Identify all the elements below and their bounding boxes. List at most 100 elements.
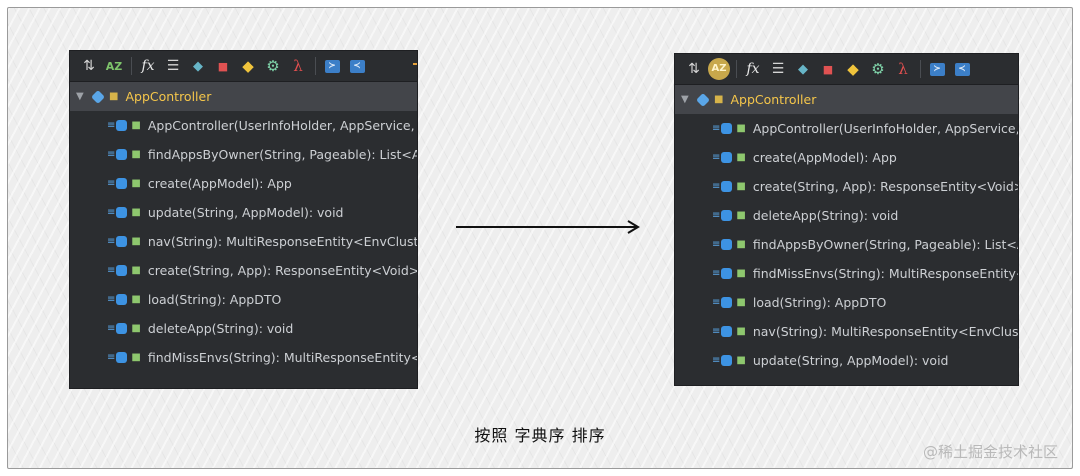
public-lock-icon: ■ bbox=[736, 355, 746, 366]
member-row[interactable]: ≡■create(AppModel): App bbox=[70, 169, 417, 198]
method-icon: ≡ bbox=[712, 268, 721, 279]
member-label: update(String, AppModel): void bbox=[752, 353, 949, 368]
lock-icon[interactable]: ■ bbox=[822, 62, 834, 76]
method-icon: ≡ bbox=[712, 355, 721, 366]
class-icon bbox=[91, 89, 105, 104]
member-row[interactable]: ≡■findAppsByOwner(String, Pageable): Lis… bbox=[70, 140, 417, 169]
structure-panel-after: ⇅ AZ fx ☰ ◆ ■ ◆ ⚙ λ ≻ ≺ ▼ ■ AppControlle… bbox=[674, 53, 1019, 386]
chevron-down-icon[interactable]: ▼ bbox=[76, 91, 84, 102]
collapse-icon[interactable]: ≺ bbox=[951, 58, 973, 80]
public-lock-icon: ■ bbox=[131, 323, 141, 334]
chevron-down-icon[interactable]: ▼ bbox=[681, 94, 689, 105]
method-badge-icon bbox=[116, 265, 128, 276]
member-label: findMissEnvs(String): MultiResponseEntit… bbox=[147, 350, 418, 365]
member-row[interactable]: ≡■findMissEnvs(String): MultiResponseEnt… bbox=[70, 343, 417, 372]
method-icon: ≡ bbox=[712, 181, 721, 192]
method-badge-icon bbox=[721, 355, 733, 366]
gear-icon[interactable]: ⚙ bbox=[266, 56, 280, 75]
toolbar-separator bbox=[920, 60, 921, 78]
sort-icon[interactable]: ⇅ bbox=[83, 58, 95, 74]
tag-icon[interactable]: ◆ bbox=[798, 61, 808, 77]
member-row[interactable]: ≡■AppController(UserInfoHolder, AppServi… bbox=[675, 114, 1018, 143]
fx-icon[interactable]: fx bbox=[746, 61, 760, 77]
method-icon: ≡ bbox=[107, 294, 116, 305]
member-row[interactable]: ≡■create(AppModel): App bbox=[675, 143, 1018, 172]
member-label: update(String, AppModel): void bbox=[147, 205, 344, 220]
method-badge-icon bbox=[721, 239, 733, 250]
collapse-icon[interactable]: ≺ bbox=[346, 55, 368, 77]
method-badge-icon bbox=[116, 236, 128, 247]
alpha-sort-icon[interactable]: AZ bbox=[708, 58, 730, 80]
method-icon: ≡ bbox=[712, 123, 721, 134]
public-lock-icon: ■ bbox=[736, 268, 746, 279]
member-row[interactable]: ≡ ■ create(String, App): ResponseEntity<Vo… bbox=[675, 172, 1018, 201]
class-name: AppController bbox=[730, 92, 817, 107]
gear-icon[interactable]: ⚙ bbox=[871, 59, 885, 78]
method-badge-icon bbox=[116, 352, 128, 363]
lambda-icon[interactable]: λ bbox=[898, 59, 908, 78]
lock-icon[interactable]: ■ bbox=[217, 59, 229, 73]
public-lock-icon: ■ bbox=[131, 265, 141, 276]
member-row[interactable]: ≡ ■ load(String): AppDTO bbox=[70, 285, 417, 314]
right-arrow-icon bbox=[456, 220, 640, 234]
public-lock-icon: ■ bbox=[736, 239, 746, 250]
public-lock-icon: ■ bbox=[131, 149, 141, 160]
member-label: deleteApp(String): void bbox=[147, 321, 294, 336]
member-row[interactable]: ≡■nav(String): MultiResponseEntity<EnvCl… bbox=[675, 317, 1018, 346]
fx-icon[interactable]: fx bbox=[141, 58, 155, 74]
method-badge-icon bbox=[721, 152, 733, 163]
sort-icon[interactable]: ⇅ bbox=[688, 61, 700, 77]
tag-icon[interactable]: ◆ bbox=[193, 58, 203, 74]
member-label: load(String): AppDTO bbox=[752, 295, 887, 310]
list-icon[interactable]: ☰ bbox=[166, 58, 180, 74]
toolbar-overflow-indicator bbox=[413, 63, 417, 65]
diamond-icon[interactable]: ◆ bbox=[242, 56, 254, 75]
member-row[interactable]: ≡■deleteApp(String): void bbox=[70, 314, 417, 343]
method-badge-icon bbox=[721, 181, 733, 192]
diamond-icon[interactable]: ◆ bbox=[847, 59, 859, 78]
member-row[interactable]: ≡ ■ create(String, App): ResponseEntity<Vo… bbox=[70, 256, 417, 285]
public-lock-icon: ■ bbox=[736, 326, 746, 337]
expand-icon[interactable]: ≻ bbox=[321, 55, 343, 77]
member-row[interactable]: ≡■deleteApp(String): void bbox=[675, 201, 1018, 230]
method-icon: ≡ bbox=[107, 120, 116, 131]
figure-canvas: ⇅ AZ fx ☰ ◆ ■ ◆ ⚙ λ ≻ ≺ ▼ ■ AppControlle… bbox=[7, 7, 1073, 469]
member-row[interactable]: ≡ ■ findAppsByOwner(String, Pageable): Lis… bbox=[675, 230, 1018, 259]
member-label: create(String, App): ResponseEntity<Void… bbox=[752, 179, 1019, 194]
member-label: deleteApp(String): void bbox=[752, 208, 899, 223]
member-label: nav(String): MultiResponseEntity<EnvClus… bbox=[752, 324, 1019, 339]
member-row[interactable]: ≡■nav(String): MultiResponseEntity<EnvCl… bbox=[70, 227, 417, 256]
method-badge-icon bbox=[116, 294, 128, 305]
member-label: findAppsByOwner(String, Pageable): List<… bbox=[752, 237, 1019, 252]
method-icon: ≡ bbox=[712, 239, 721, 250]
structure-panel-before: ⇅ AZ fx ☰ ◆ ■ ◆ ⚙ λ ≻ ≺ ▼ ■ AppControlle… bbox=[69, 50, 418, 389]
public-lock-icon: ■ bbox=[736, 123, 746, 134]
public-lock-icon: ■ bbox=[131, 294, 141, 305]
method-badge-icon bbox=[116, 323, 128, 334]
member-row[interactable]: ≡■findMissEnvs(String): MultiResponseEnt… bbox=[675, 259, 1018, 288]
member-label: load(String): AppDTO bbox=[147, 292, 282, 307]
method-badge-icon bbox=[721, 123, 733, 134]
member-row[interactable]: ≡■AppController(UserInfoHolder, AppServi… bbox=[70, 111, 417, 140]
expand-icon[interactable]: ≻ bbox=[926, 58, 948, 80]
lock-icon: ■ bbox=[714, 94, 724, 105]
method-icon: ≡ bbox=[107, 178, 116, 189]
list-icon[interactable]: ☰ bbox=[771, 61, 785, 77]
member-row[interactable]: ≡■update(String, AppModel): void bbox=[70, 198, 417, 227]
method-icon: ≡ bbox=[712, 297, 721, 308]
member-row[interactable]: ≡ ■ update(String, AppModel): void bbox=[675, 346, 1018, 375]
alpha-sort-icon[interactable]: AZ bbox=[105, 59, 123, 73]
member-label: findAppsByOwner(String, Pageable): List<… bbox=[147, 147, 418, 162]
public-lock-icon: ■ bbox=[736, 181, 746, 192]
public-lock-icon: ■ bbox=[736, 152, 746, 163]
class-node[interactable]: ▼ ■ AppController bbox=[70, 82, 417, 111]
method-badge-icon bbox=[721, 210, 733, 221]
method-icon: ≡ bbox=[107, 265, 116, 276]
member-label: create(String, App): ResponseEntity<Void… bbox=[147, 263, 418, 278]
public-lock-icon: ■ bbox=[131, 207, 141, 218]
member-row[interactable]: ≡■load(String): AppDTO bbox=[675, 288, 1018, 317]
public-lock-icon: ■ bbox=[736, 210, 746, 221]
method-badge-icon bbox=[116, 120, 128, 131]
lambda-icon[interactable]: λ bbox=[293, 56, 303, 75]
class-node[interactable]: ▼ ■ AppController bbox=[675, 85, 1018, 114]
